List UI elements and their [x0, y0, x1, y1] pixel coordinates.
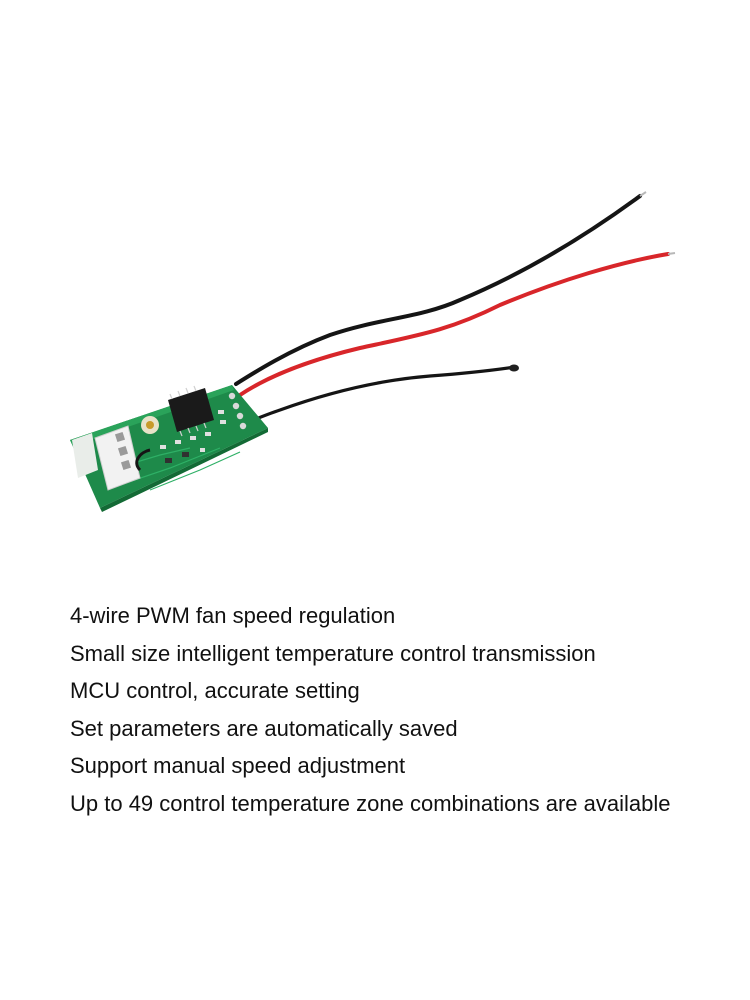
- feature-item: Set parameters are automatically saved: [70, 715, 458, 741]
- mcu-chip: [168, 388, 214, 432]
- feature-item: Support manual speed adjustment: [70, 753, 406, 779]
- feature-item: 4-wire PWM fan speed regulation: [70, 603, 396, 628]
- feature-item: Up to 49 control temperature zone combin…: [70, 790, 671, 816]
- feature-list: 4-wire PWM fan speed regulation Small si…: [70, 597, 740, 823]
- fan-connector: [94, 425, 141, 491]
- feature-item: MCU control, accurate setting: [70, 678, 360, 704]
- product-photo: [70, 191, 676, 512]
- red-wire: [238, 252, 670, 397]
- thermistor-probe: [509, 364, 519, 372]
- black-wire: [234, 194, 642, 386]
- pcb-board: [70, 385, 268, 512]
- feature-item: Small size intelligent temperature contr…: [70, 640, 596, 666]
